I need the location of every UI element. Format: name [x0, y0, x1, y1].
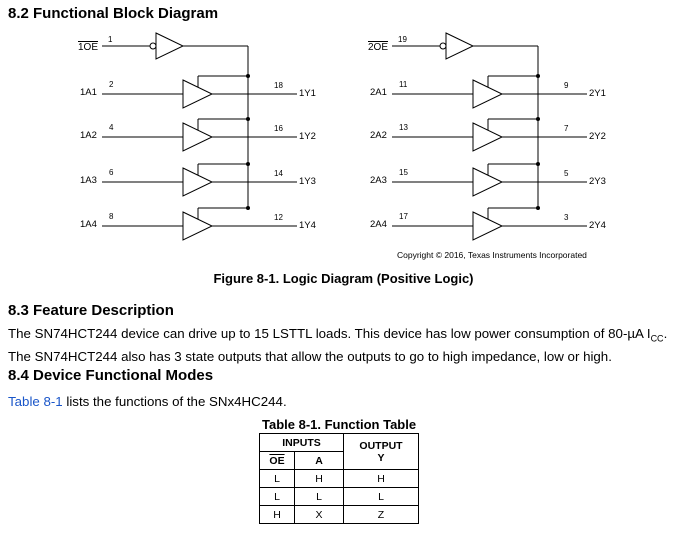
output-label: 2Y2: [589, 131, 606, 142]
output-pin-number: 14: [274, 169, 283, 178]
feature-line-1: The SN74HCT244 device can drive up to 15…: [8, 326, 651, 341]
feature-paragraph: The SN74HCT244 device can drive up to 15…: [8, 325, 683, 365]
input-label: 1A1: [80, 87, 97, 98]
output-pin-number: 7: [564, 124, 569, 133]
junction-dot: [246, 162, 250, 166]
output-label: 1Y4: [299, 220, 316, 231]
oe-pin-number: 1: [108, 35, 113, 44]
junction-dot: [246, 74, 250, 78]
input-pin-number: 8: [109, 212, 114, 221]
junction-dot: [536, 206, 540, 210]
inputs-header: INPUTS: [259, 433, 344, 452]
feature-line-1-end: .: [663, 326, 668, 341]
input-pin-number: 4: [109, 123, 114, 132]
output-label: 2Y4: [589, 220, 606, 231]
input-pin-number: 11: [399, 80, 408, 89]
output-pin-number: 16: [274, 124, 283, 133]
output-label: 1Y1: [299, 88, 316, 99]
output-header-label: OUTPUT: [359, 439, 403, 452]
oe-label: 2OE: [368, 42, 388, 53]
junction-dot: [536, 74, 540, 78]
input-label: 1A3: [80, 175, 97, 186]
oe-buffer: [445, 32, 475, 60]
junction-dot: [536, 117, 540, 121]
cell-a: L: [294, 487, 344, 506]
output-pin-number: 9: [564, 81, 569, 90]
input-label: 2A1: [370, 87, 387, 98]
cell-a: X: [294, 505, 344, 524]
input-label: 1A2: [80, 130, 97, 141]
cell-y: L: [343, 487, 419, 506]
input-label: 2A4: [370, 219, 387, 230]
modes-paragraph: Table 8-1 lists the functions of the SNx…: [8, 393, 683, 410]
oe-pin-number: 19: [398, 35, 407, 44]
cell-y: H: [343, 469, 419, 488]
output-pin-number: 12: [274, 213, 283, 222]
oe-inversion-bubble: [439, 42, 447, 50]
input-label: 2A3: [370, 175, 387, 186]
modes-text: lists the functions of the SNx4HC244.: [62, 394, 287, 409]
cell-oe: L: [259, 469, 295, 488]
junction-dot: [246, 117, 250, 121]
input-pin-number: 6: [109, 168, 114, 177]
oe-buffer: [155, 32, 185, 60]
input-pin-number: 13: [399, 123, 408, 132]
junction-dot: [536, 162, 540, 166]
section-heading-feature: 8.3 Feature Description: [8, 302, 174, 319]
section-heading-modes: 8.4 Device Functional Modes: [8, 367, 214, 384]
output-label: 1Y3: [299, 176, 316, 187]
table-title: Table 8-1. Function Table: [262, 417, 417, 432]
input-label: 2A2: [370, 130, 387, 141]
junction-dot: [246, 206, 250, 210]
table-link[interactable]: Table 8-1: [8, 394, 63, 409]
logic-diagram: 1OE 1 1A1 2 18 1Y1 1A2 4 16 1Y2 1A3 6 14 1Y3 1A4 8 12 1Y4…: [78, 32, 606, 241]
cell-a: H: [294, 469, 344, 488]
copyright-notice: Copyright © 2016, Texas Instruments Inco…: [397, 250, 587, 260]
output-y-label: Y: [377, 451, 385, 464]
output-pin-number: 3: [564, 213, 569, 222]
icc-subscript: CC: [650, 333, 664, 344]
output-label: 2Y3: [589, 176, 606, 187]
oe-inversion-bubble: [149, 42, 157, 50]
input-pin-number: 15: [399, 168, 408, 177]
output-label: 1Y2: [299, 131, 316, 142]
table-row: H X Z: [259, 505, 419, 524]
feature-line-2: The SN74HCT244 also has 3 state outputs …: [8, 348, 612, 364]
oe-label: 1OE: [78, 42, 98, 53]
input-pin-number: 17: [399, 212, 408, 221]
col-a-header: A: [294, 451, 344, 470]
input-pin-number: 2: [109, 80, 114, 89]
table-row: L L L: [259, 487, 419, 506]
input-label: 1A4: [80, 219, 97, 230]
cell-oe: L: [259, 487, 295, 506]
figure-caption: Figure 8-1. Logic Diagram (Positive Logi…: [213, 271, 474, 286]
section-heading-block-diagram: 8.2 Functional Block Diagram: [8, 5, 219, 22]
output-pin-number: 18: [274, 81, 283, 90]
cell-y: Z: [343, 505, 419, 524]
output-label: 2Y1: [589, 88, 606, 99]
output-pin-number: 5: [564, 169, 569, 178]
cell-oe: H: [259, 505, 295, 524]
table-row: L H H: [259, 469, 419, 488]
col-oe-label: OE: [269, 454, 285, 467]
col-oe-header: OE: [259, 451, 295, 470]
